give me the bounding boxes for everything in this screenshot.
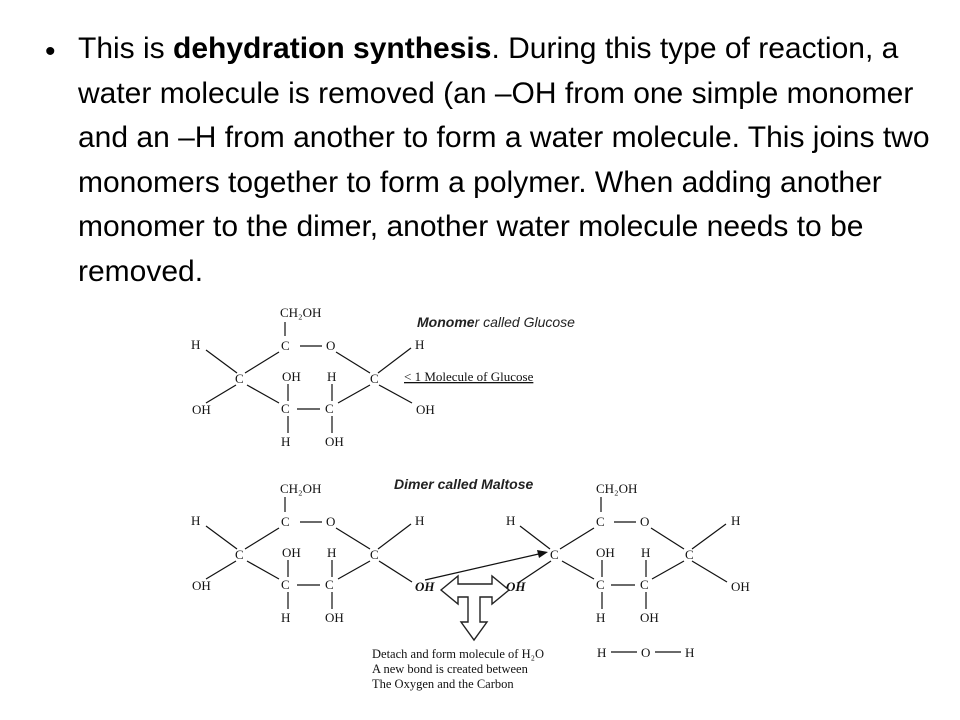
dimer-caption: Dimer called Maltose — [394, 476, 533, 492]
maltose-right-h2: H — [731, 513, 740, 528]
glucose-h-inner: H — [327, 369, 336, 384]
note-line-2: A new bond is created between — [372, 662, 529, 676]
bullet-marker: • — [45, 35, 56, 68]
note-line-3: The Oxygen and the Carbon — [372, 677, 514, 691]
maltose-right-ring-o: O — [640, 514, 649, 529]
maltose-left-oh-bottom: OH — [325, 610, 344, 625]
monomer-caption-bold: Monome — [417, 314, 475, 330]
bullet-prefix: This is — [78, 32, 174, 65]
monomer-caption: Monomer called Glucose — [417, 314, 575, 330]
glucose-c3: C — [370, 371, 379, 386]
glucose-ch2oh: CH₂OH — [280, 305, 321, 320]
glucose-h2: H — [415, 337, 424, 352]
maltose-left-oh-inner: OH — [282, 545, 301, 560]
monomer-caption-rest: r called Glucose — [475, 314, 576, 330]
water-molecule: H O H — [597, 645, 694, 660]
maltose-right-h1: H — [506, 513, 515, 528]
maltose-left-h-bottom: H — [281, 610, 290, 625]
maltose-right-c5: C — [640, 577, 649, 592]
glucose-c5: C — [325, 401, 334, 416]
maltose-left-c1: C — [281, 514, 290, 529]
t-arrow-icon — [439, 574, 511, 642]
glucose-oh-bottom: OH — [325, 434, 344, 449]
maltose-right-oh-inner: OH — [596, 545, 615, 560]
glucose-label: < 1 Molecule of Glucose — [404, 369, 534, 384]
water-h-left: H — [597, 645, 606, 660]
maltose-left-oh: OH — [192, 578, 211, 593]
maltose-right-c3: C — [685, 547, 694, 562]
maltose-left-c4: C — [281, 577, 290, 592]
bullet-body: . During this type of reaction, a water … — [78, 32, 930, 288]
maltose-left-c3: C — [370, 547, 379, 562]
maltose-oh-left: OH — [415, 579, 435, 594]
maltose-right-oh-bottom: OH — [640, 610, 659, 625]
maltose-left-labels: CH₂OH C O H H C C OH H OH C C H OH OH — [191, 481, 435, 625]
maltose-right-c4: C — [596, 577, 605, 592]
glucose-oh-right: OH — [416, 402, 435, 417]
glucose-c4: C — [281, 401, 290, 416]
bullet-paragraph: This is dehydration synthesis. During th… — [78, 27, 938, 294]
maltose-right-ch2oh: CH₂OH — [596, 481, 637, 496]
reaction-note: Detach and form molecule of H₂O A new bo… — [372, 647, 544, 691]
maltose-left-ch2oh: CH₂OH — [280, 481, 321, 496]
maltose-left-h-inner: H — [327, 545, 336, 560]
water-o: O — [641, 645, 650, 660]
maltose-left-c2: C — [235, 547, 244, 562]
glucose-c2: C — [235, 371, 244, 386]
maltose-right-oh: OH — [731, 579, 750, 594]
water-h-right: H — [685, 645, 694, 660]
maltose-left-c5: C — [325, 577, 334, 592]
maltose-right-h-inner: H — [641, 545, 650, 560]
maltose-right-c2: C — [550, 547, 559, 562]
maltose-left-ring-o: O — [326, 514, 335, 529]
maltose-right-labels: CH₂OH C O H H C C OH H C C OH H OH OH — [506, 481, 750, 625]
bullet-term: dehydration synthesis — [173, 32, 492, 65]
maltose-right-h-bottom: H — [596, 610, 605, 625]
glucose-ring-o: O — [326, 338, 335, 353]
glucose-oh-inner: OH — [282, 369, 301, 384]
glucose-labels: CH₂OH C O H H C C OH H OH OH C C H OH < … — [191, 305, 534, 449]
glucose-h-bottom: H — [281, 434, 290, 449]
maltose-left-h2: H — [415, 513, 424, 528]
glucose-c1: C — [281, 338, 290, 353]
glucose-h1: H — [191, 337, 200, 352]
glucose-molecule — [205, 322, 413, 433]
maltose-left-unit — [205, 497, 413, 609]
maltose-left-h1: H — [191, 513, 200, 528]
glucose-oh-left: OH — [192, 402, 211, 417]
maltose-oh-right: OH — [506, 579, 526, 594]
maltose-right-unit — [517, 497, 728, 609]
note-line-1: Detach and form molecule of H₂O — [372, 647, 544, 661]
bond-arrow — [424, 550, 548, 581]
maltose-right-c1: C — [596, 514, 605, 529]
